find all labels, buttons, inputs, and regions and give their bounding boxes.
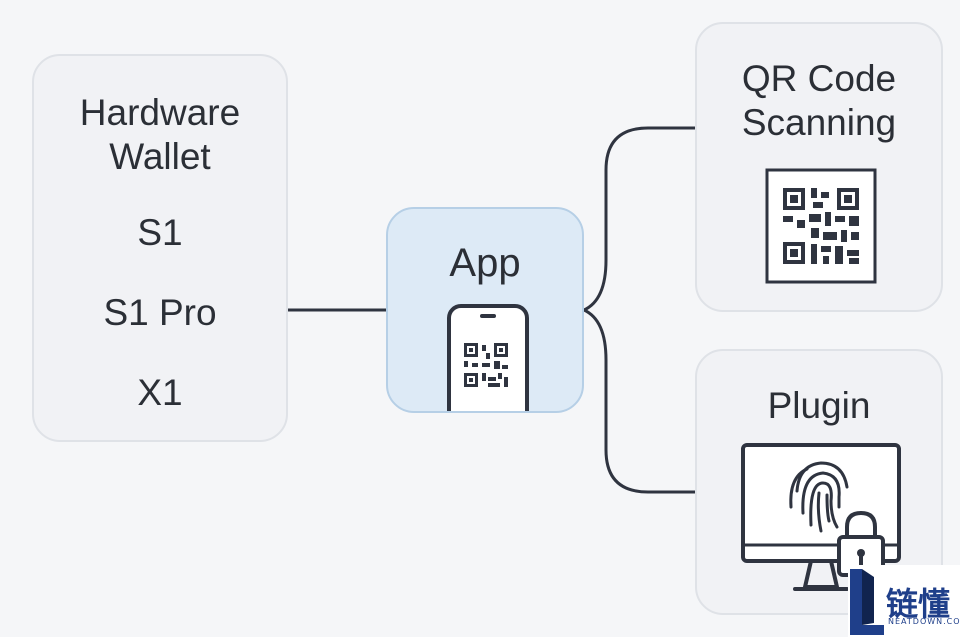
qr-code-icon: [765, 168, 877, 284]
qr-title-line2: Scanning: [741, 102, 897, 143]
watermark-subtext: NEATDOWN.COM: [888, 617, 960, 626]
qr-title-line1: QR Code: [741, 58, 897, 99]
model-s1-pro: S1 Pro: [103, 292, 217, 333]
hardware-wallet-title-line1: Hardware: [79, 92, 241, 133]
hardware-wallet-title-line2: Wallet: [109, 136, 211, 177]
app-card: App: [386, 207, 584, 413]
model-s1: S1: [137, 212, 183, 253]
phone-qr-icon: [447, 304, 529, 411]
qr-code-scanning-card: QR Code Scanning: [695, 22, 943, 312]
watermark-logo: [848, 565, 960, 637]
watermark-text: 链懂: [886, 585, 951, 623]
hardware-wallet-card: Hardware Wallet S1 S1 Pro X1: [32, 54, 288, 442]
app-title: App: [449, 241, 521, 285]
connector-app-plugin: [583, 308, 695, 494]
plugin-title: Plugin: [767, 385, 871, 426]
connector-app-qr: [583, 126, 695, 312]
model-x1: X1: [137, 372, 183, 413]
